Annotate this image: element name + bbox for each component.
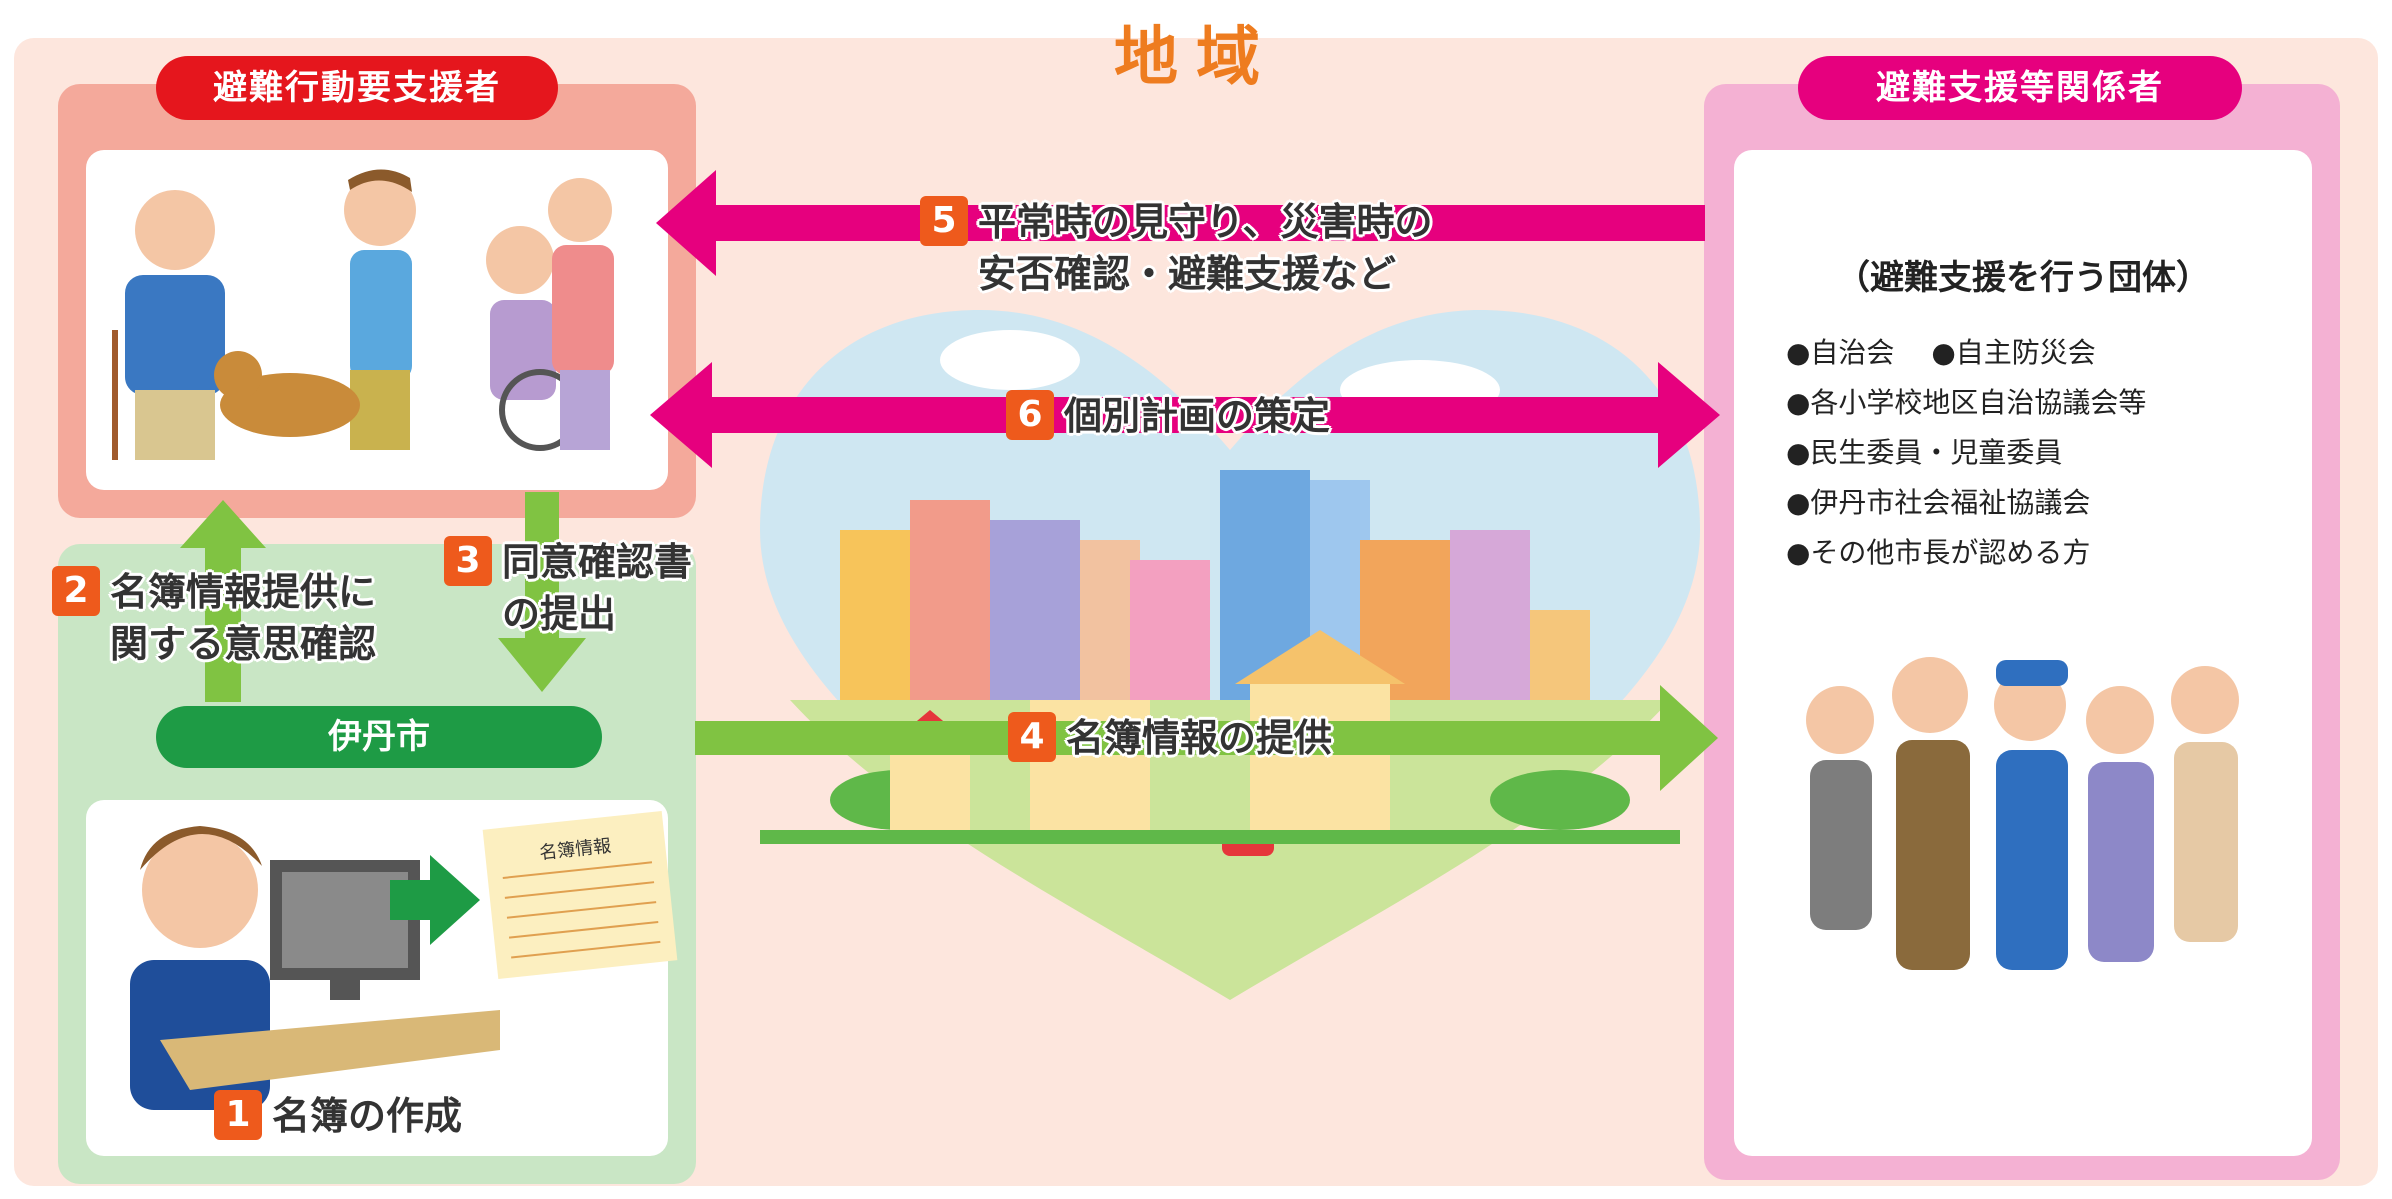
office-worker-icon (130, 826, 500, 1110)
support-title: 避難支援等関係者 (1798, 56, 2242, 120)
support-group-icon (1806, 657, 2239, 970)
arrow-5-watch (656, 170, 1705, 276)
step-2-text-line1: 名簿情報提供に (110, 570, 377, 614)
arrow-6-plan (650, 362, 1720, 468)
arrow-4-provide (695, 685, 1718, 791)
vulnerable-title: 避難行動要支援者 (156, 56, 558, 120)
step-5-text-line1: 平常時の見守り、災害時の (978, 200, 1433, 244)
step-1-badge: 1 (214, 1090, 262, 1140)
step-6-label: 6 個別計画の策定 (1006, 390, 1330, 442)
step-2-text-line2: 関する意思確認 (110, 622, 377, 666)
wheelchair-caregiver-icon (486, 178, 614, 451)
step-5-text-line2: 安否確認・避難支援など (978, 252, 1397, 296)
step-2-badge: 2 (52, 566, 100, 616)
step-3-label: 3 同意確認書 の提出 (444, 536, 692, 640)
organization-item: ●各小学校地区自治協議会等 (1786, 386, 2147, 419)
step-3-text-line1: 同意確認書 (502, 540, 693, 584)
step-4-label: 4 名簿情報の提供 (1008, 712, 1332, 764)
register-arrow-icon (390, 855, 480, 945)
organization-list: ●自治会 ●自主防災会 ●各小学校地区自治協議会等 ●民生委員・児童委員 ●伊丹… (1786, 328, 2146, 578)
step-6-text: 個別計画の策定 (1064, 394, 1331, 438)
region-title: 地域 (1114, 21, 1278, 95)
organization-item: ●民生委員・児童委員 (1786, 436, 2063, 469)
organization-item: ●自治会 ●自主防災会 (1786, 336, 2096, 369)
step-1-text: 名簿の作成 (272, 1094, 463, 1138)
step-1-label: 1 名簿の作成 (214, 1090, 462, 1142)
city-heart-icon (760, 310, 1700, 1000)
organization-item: ●伊丹市社会福祉協議会 (1786, 486, 2091, 519)
arrow-3-submit (498, 492, 586, 692)
organization-item: ●その他市長が認める方 (1786, 536, 2091, 569)
elderly-man-icon (112, 190, 225, 460)
support-card (1734, 150, 2312, 1156)
step-5-badge: 5 (920, 196, 968, 246)
step-5-label: 5 平常時の見守り、災害時の 安否確認・避難支援など (920, 196, 1432, 300)
step-4-text: 名簿情報の提供 (1066, 716, 1333, 760)
step-6-badge: 6 (1006, 390, 1054, 440)
step-3-text-line2: の提出 (502, 592, 617, 636)
step-4-badge: 4 (1008, 712, 1056, 762)
support-heading: （避難支援を行う団体） (1836, 258, 2210, 298)
step-3-badge: 3 (444, 536, 492, 586)
arrow-2-consent-check (180, 500, 266, 702)
step-2-label: 2 名簿情報提供に 関する意思確認 (52, 566, 376, 670)
register-document-icon: 名簿情報 (482, 811, 678, 979)
guide-dog-user-icon (214, 169, 416, 450)
city-title: 伊丹市 (156, 706, 602, 768)
